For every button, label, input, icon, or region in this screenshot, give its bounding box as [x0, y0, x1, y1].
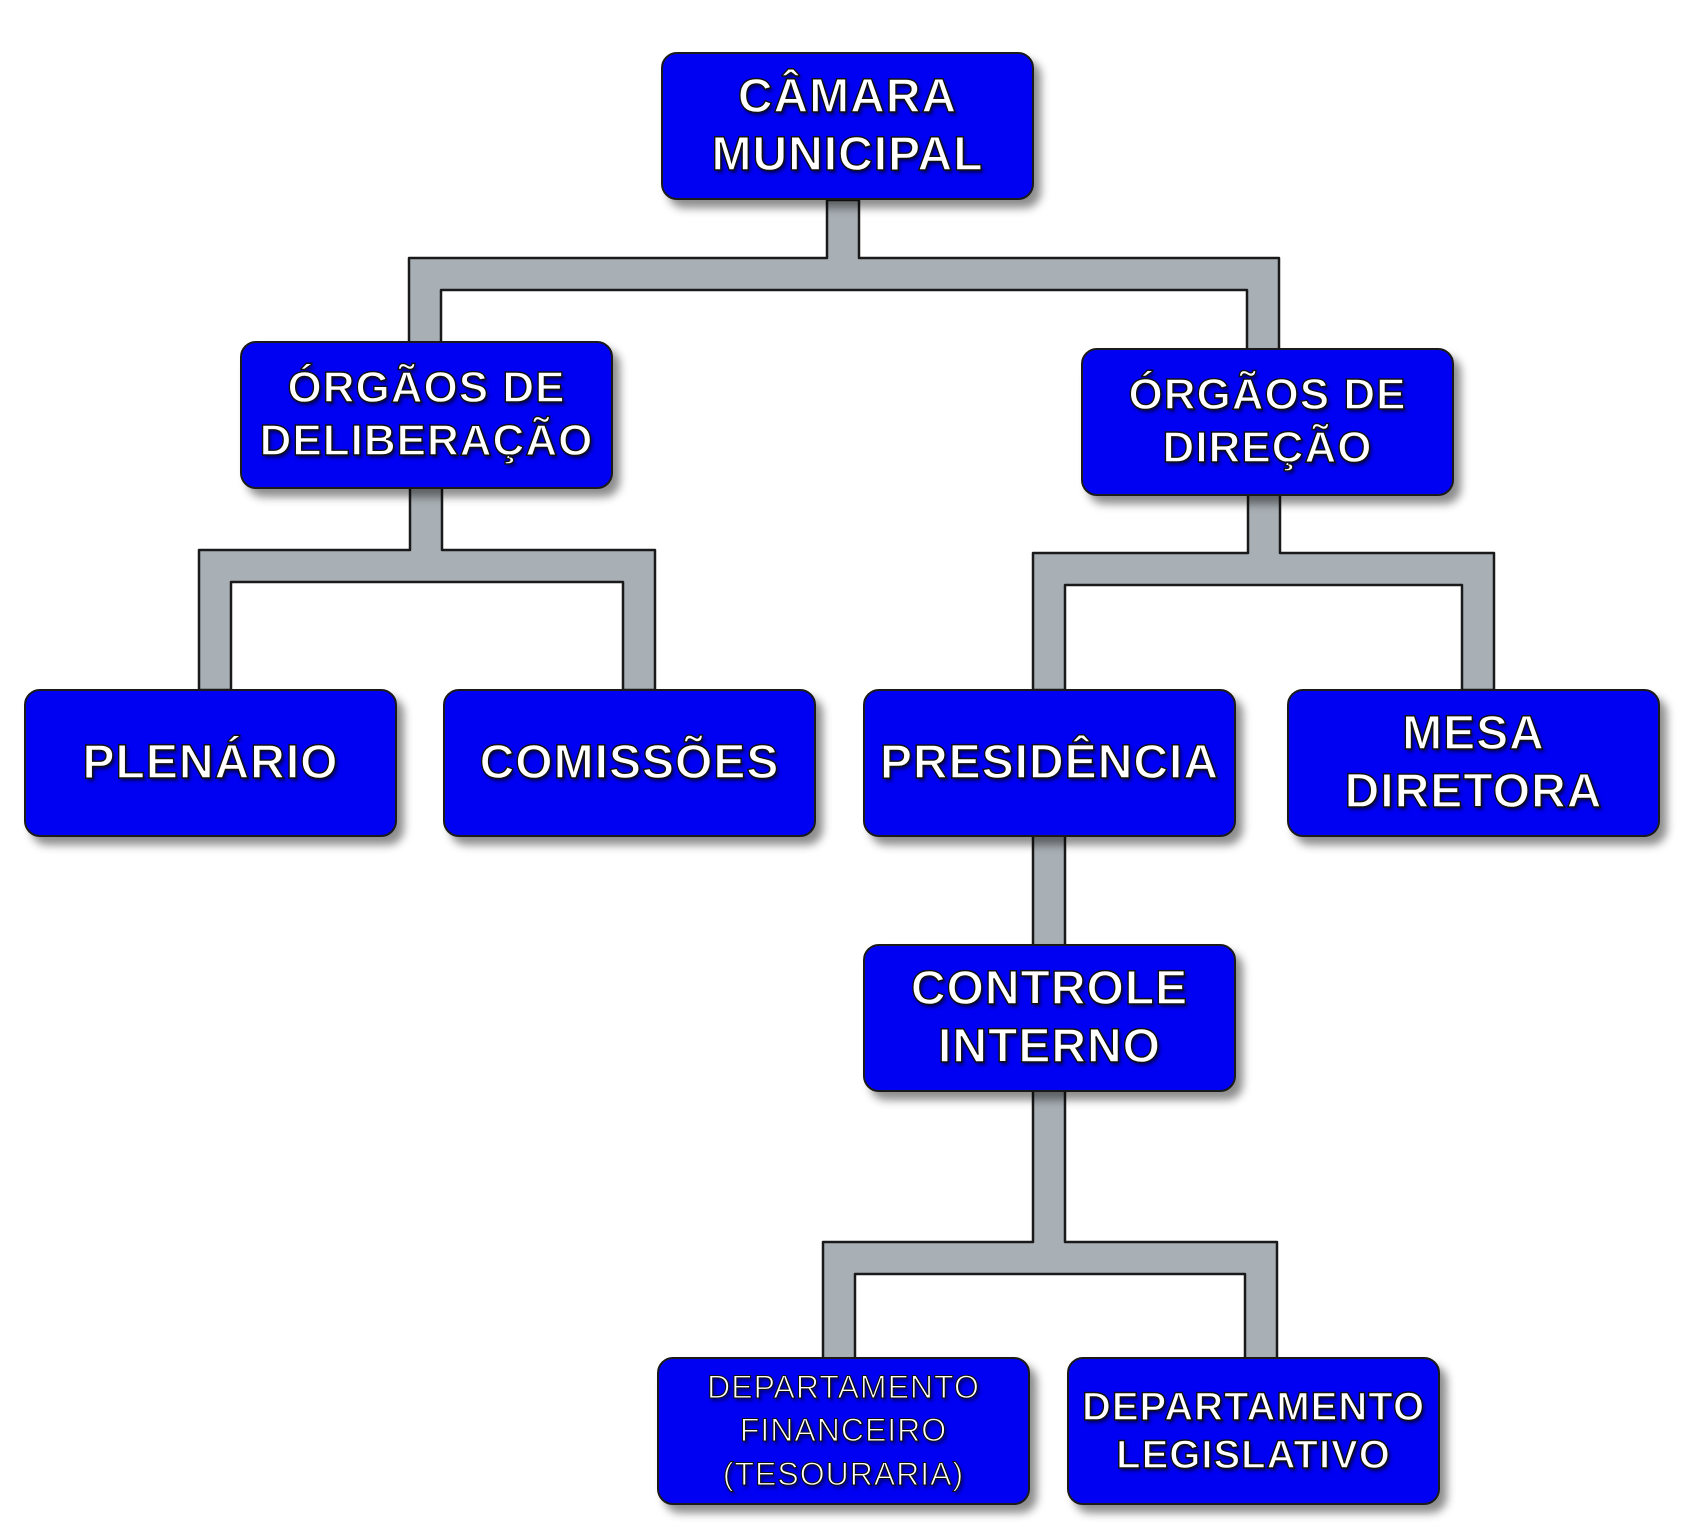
- node-financeiro-line-1: DEPARTAMENTO: [707, 1369, 980, 1406]
- connector-direcao-to-children: [1031, 490, 1496, 692]
- node-controle-interno: CONTROLE INTERNO: [863, 944, 1236, 1092]
- connector-camara-to-orgaos: [407, 198, 1281, 364]
- node-orgaos-de-deliberacao: ÓRGÃOS DE DELIBERAÇÃO: [240, 341, 613, 489]
- node-mesa-diretora: MESA DIRETORA: [1287, 689, 1660, 837]
- connector-controle-to-departamentos: [821, 1088, 1279, 1362]
- node-controle-line-1: CONTROLE: [910, 962, 1189, 1016]
- node-financeiro-line-3: (TESOURARIA): [722, 1455, 965, 1492]
- node-mesa-line-1: MESA: [1401, 707, 1545, 761]
- node-comissoes-line-1: COMISSÕES: [479, 736, 780, 790]
- connector-deliberacao-to-children: [197, 483, 657, 692]
- node-legislativo-line-2: LEGISLATIVO: [1115, 1432, 1391, 1477]
- node-deliberacao-line-2: DELIBERAÇÃO: [259, 415, 594, 465]
- node-mesa-line-2: DIRETORA: [1344, 764, 1603, 818]
- node-orgaos-de-direcao: ÓRGÃOS DE DIREÇÃO: [1081, 348, 1454, 496]
- node-legislativo-line-1: DEPARTAMENTO: [1081, 1384, 1426, 1429]
- node-presidencia: PRESIDÊNCIA: [863, 689, 1236, 837]
- connector-presidencia-to-controle: [1031, 830, 1067, 950]
- node-plenario-line-1: PLENÁRIO: [82, 736, 339, 790]
- node-controle-line-2: INTERNO: [937, 1019, 1161, 1073]
- node-plenario: PLENÁRIO: [24, 689, 397, 837]
- node-departamento-financeiro: DEPARTAMENTO FINANCEIRO (TESOURARIA): [657, 1357, 1030, 1505]
- node-presidencia-line-1: PRESIDÊNCIA: [879, 736, 1220, 790]
- node-camara-line-1: CÂMARA: [737, 70, 958, 124]
- node-departamento-legislativo: DEPARTAMENTO LEGISLATIVO: [1067, 1357, 1440, 1505]
- node-camara-municipal: CÂMARA MUNICIPAL: [661, 52, 1034, 200]
- node-direcao-line-2: DIREÇÃO: [1162, 422, 1373, 472]
- node-comissoes: COMISSÕES: [443, 689, 816, 837]
- node-financeiro-line-2: FINANCEIRO: [739, 1412, 948, 1449]
- node-deliberacao-line-1: ÓRGÃOS DE: [287, 363, 566, 413]
- node-direcao-line-1: ÓRGÃOS DE: [1128, 370, 1407, 420]
- node-camara-line-2: MUNICIPAL: [711, 127, 984, 181]
